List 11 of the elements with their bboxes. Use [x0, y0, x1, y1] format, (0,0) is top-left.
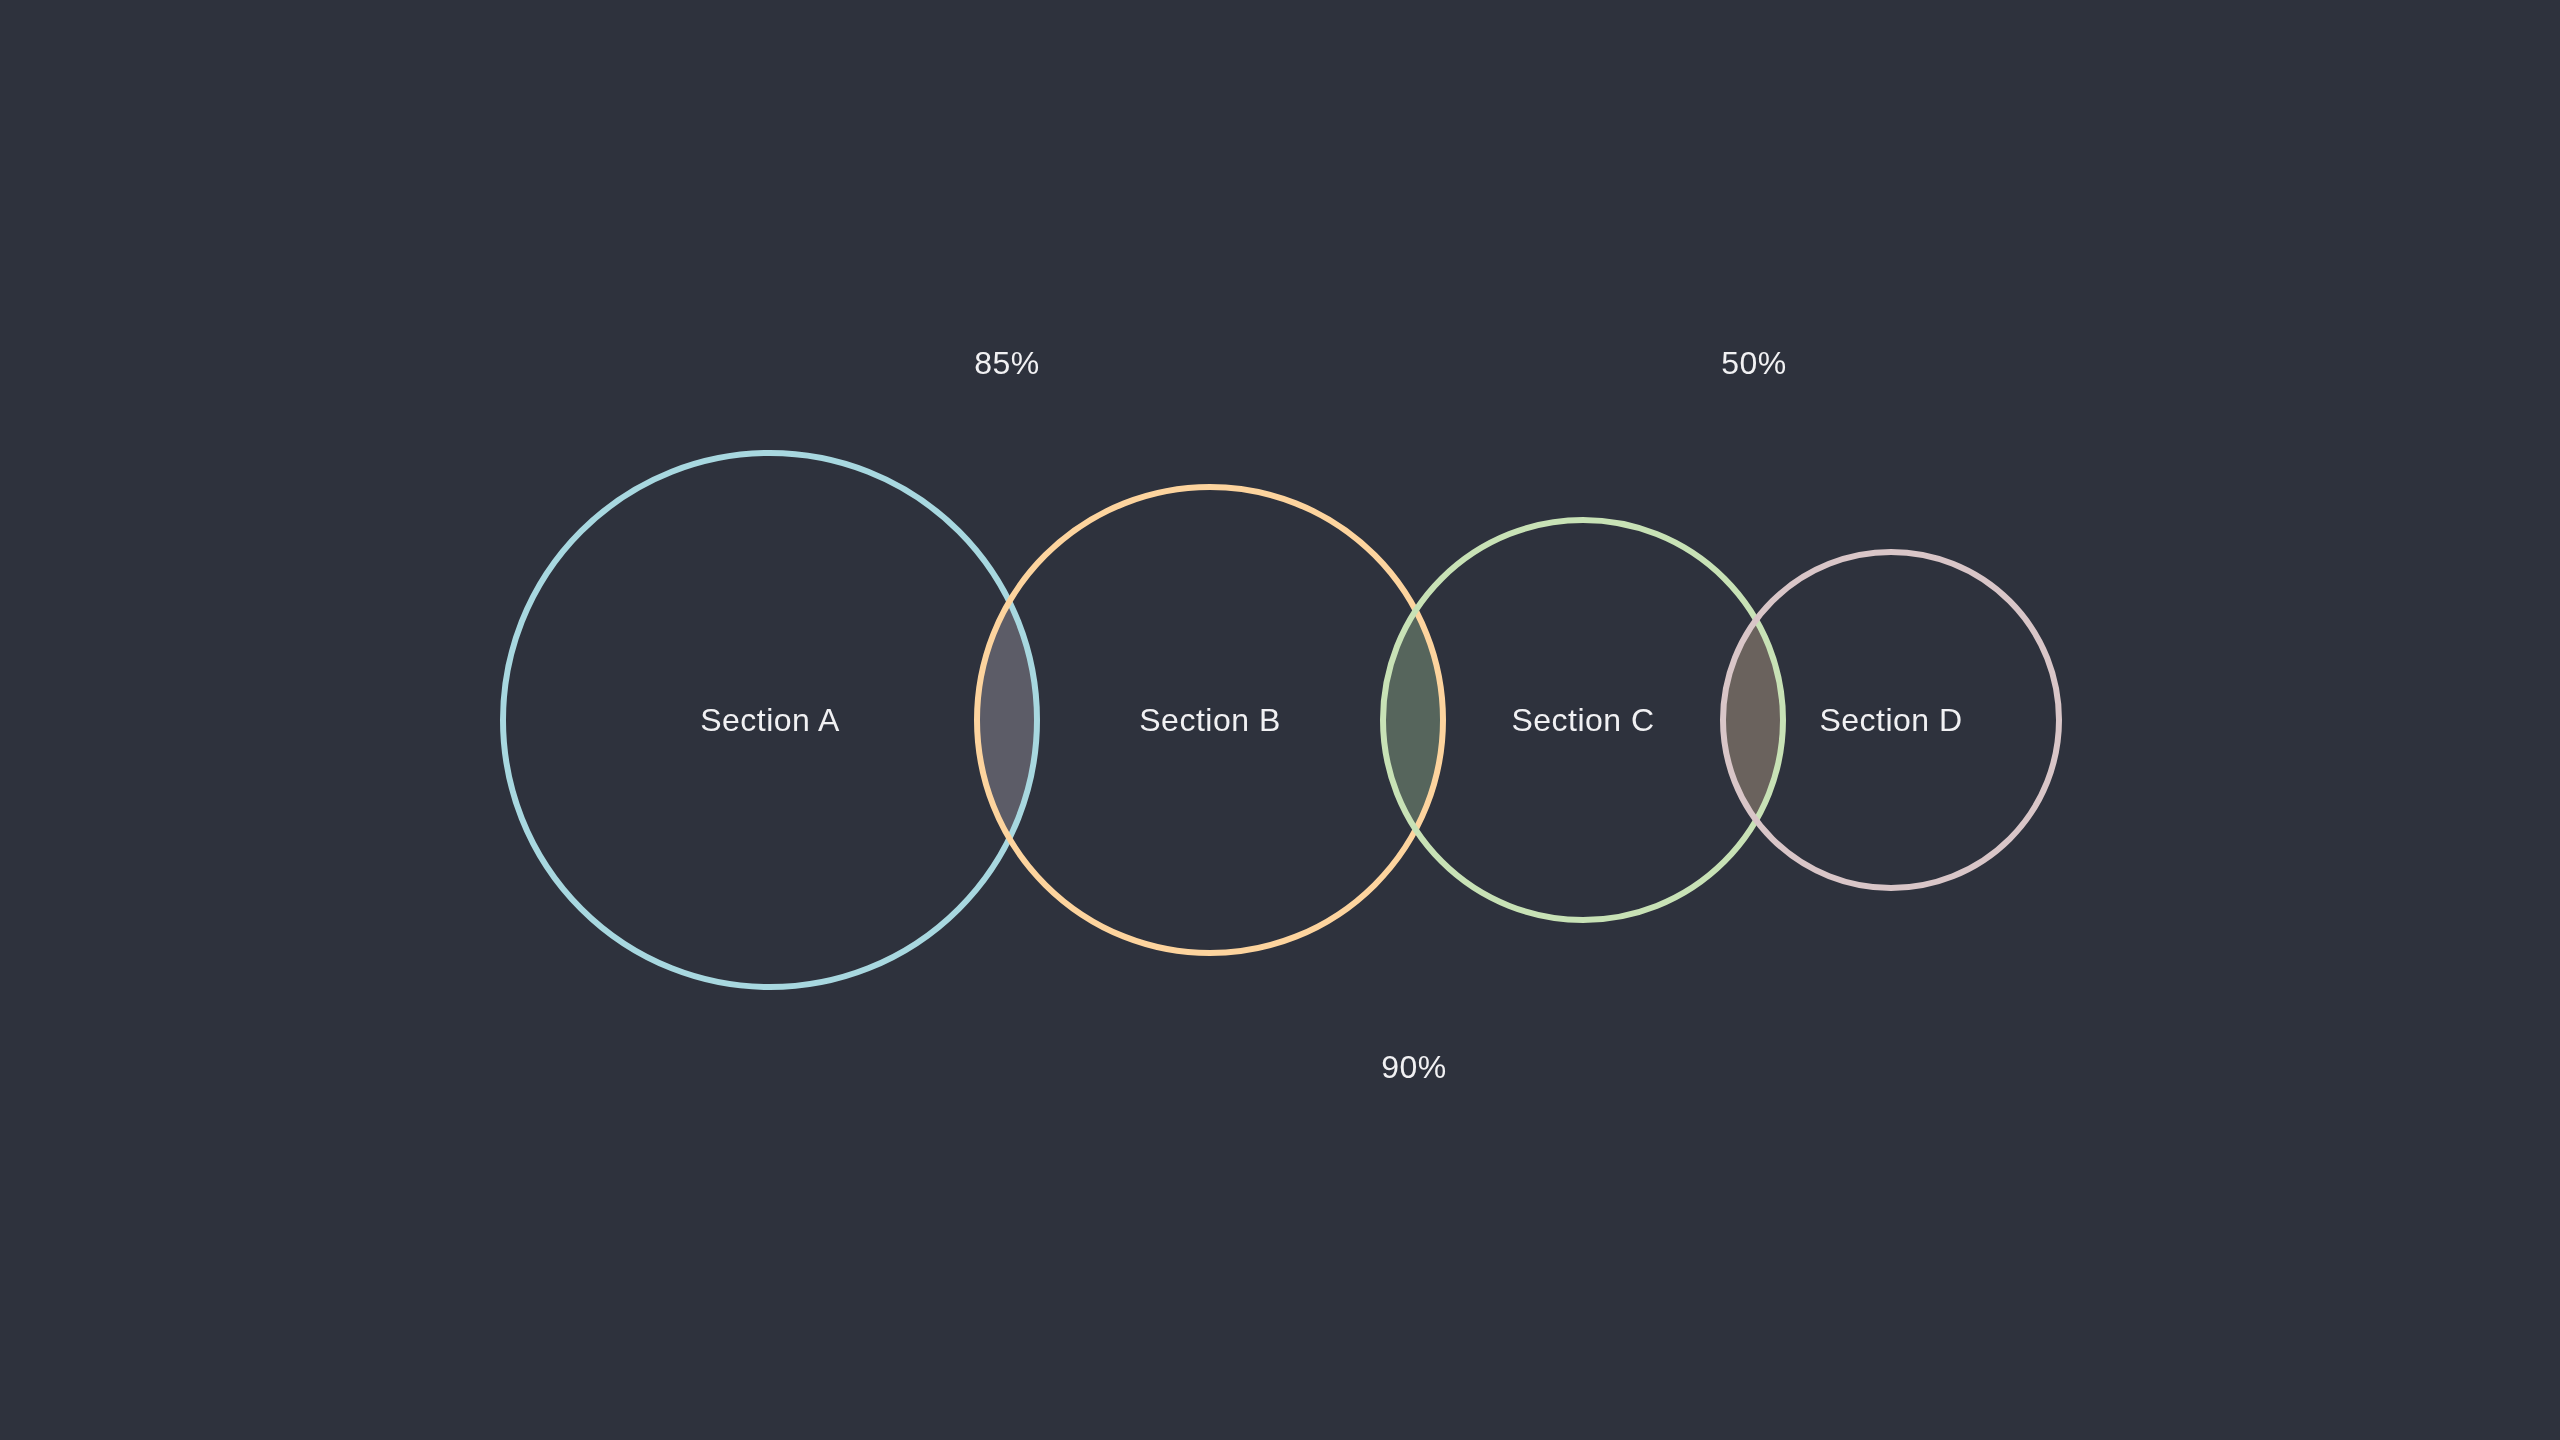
- percentage-label: 90%: [1381, 1047, 1447, 1087]
- section-circle: [500, 450, 1040, 990]
- percentage-label: 85%: [974, 343, 1040, 383]
- section-label: Section A: [700, 700, 840, 740]
- section-label: Section D: [1819, 700, 1963, 740]
- percentage-label: 50%: [1721, 343, 1787, 383]
- section-circle: [1380, 517, 1786, 923]
- section-circle: [1720, 549, 2062, 891]
- section-label: Section B: [1139, 700, 1281, 740]
- section-circle: [974, 484, 1446, 956]
- section-label: Section C: [1511, 700, 1655, 740]
